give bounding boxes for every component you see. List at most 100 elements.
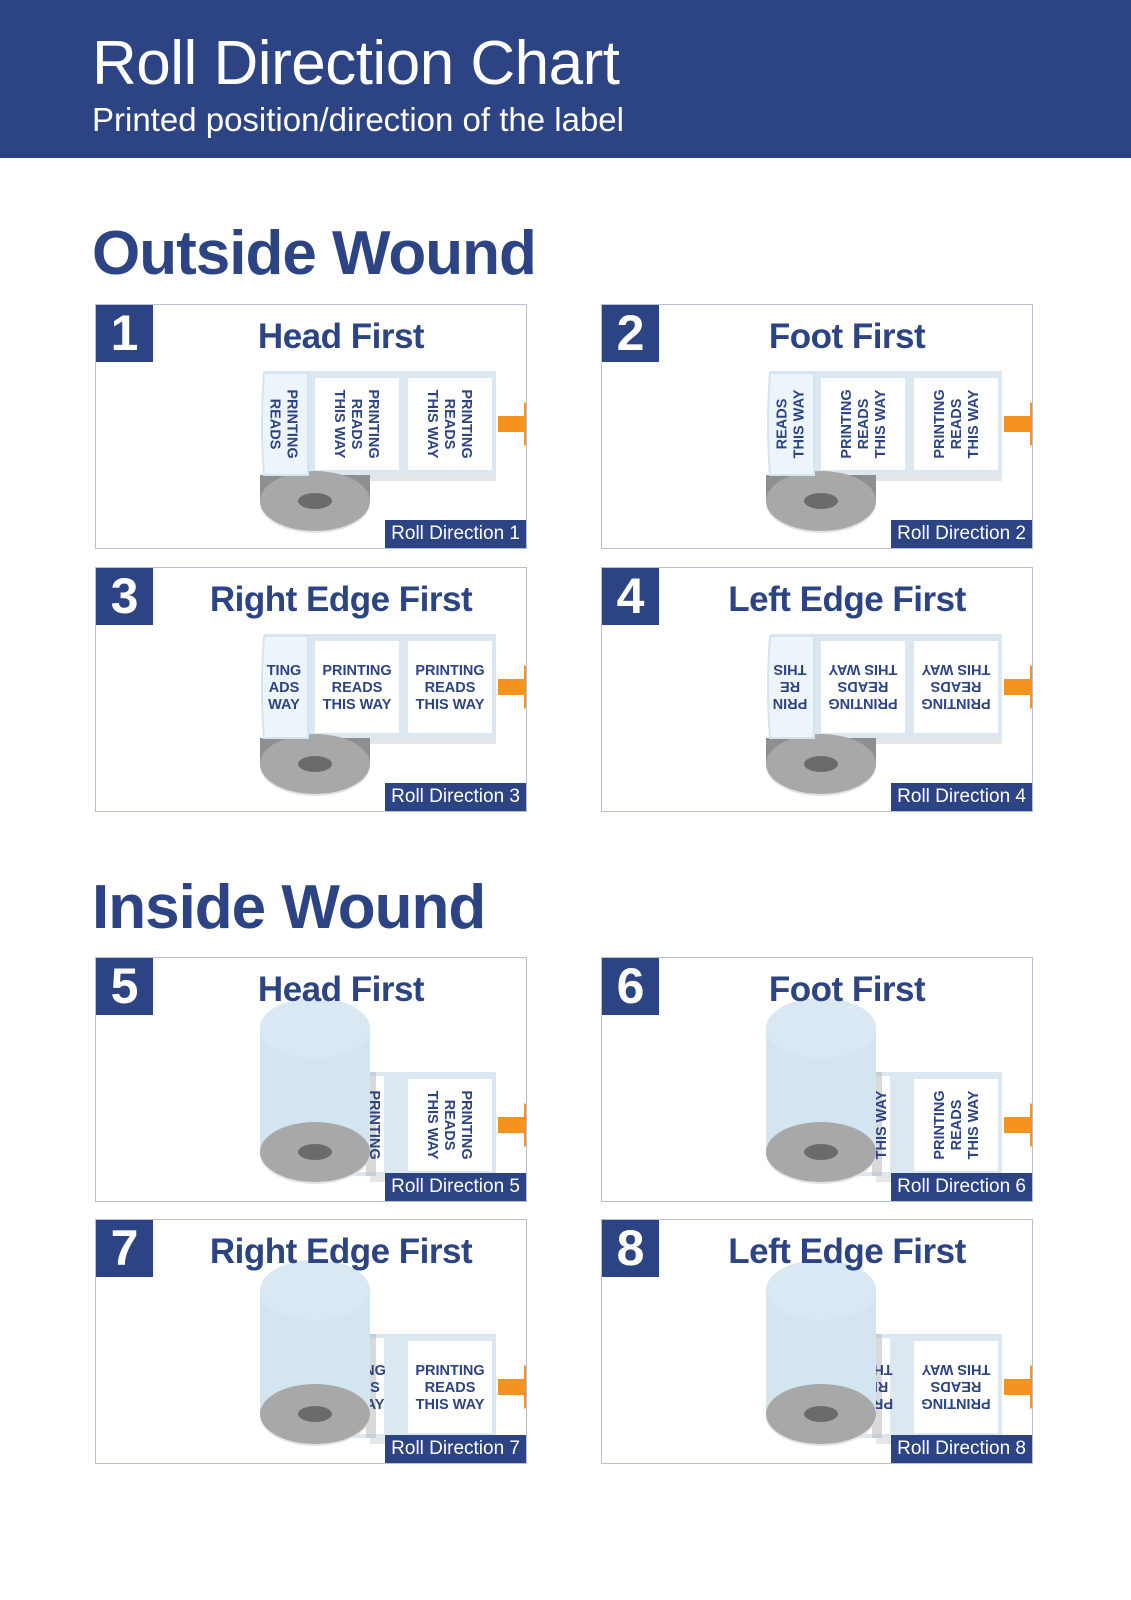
card-title: Foot First: [768, 317, 926, 356]
card-footer-label: Roll Direction 2: [891, 520, 1032, 548]
liner-shadow: [876, 475, 1002, 481]
direction-arrow-icon: [498, 665, 526, 709]
roll-hole: [804, 1144, 838, 1160]
label-fold-shadow: [872, 1334, 882, 1438]
label-one-text-line: PRINTING: [458, 1090, 474, 1159]
card-number-badge: 7: [96, 1220, 153, 1277]
label-two-text-line: THIS WAY: [424, 390, 440, 459]
label-one-text-line: PRINTING: [322, 663, 391, 679]
label-partial-text-line: ADS: [269, 680, 300, 696]
label-one-text-line: THIS WAY: [424, 1091, 440, 1160]
label-one-text-line: READS: [441, 1100, 457, 1151]
label-partial-text-line: PRIN: [773, 695, 808, 711]
label-two-text-line: READS: [441, 399, 457, 450]
roll-top: [260, 998, 370, 1058]
label-fold-shadow: [366, 1334, 376, 1438]
card-number-badge: 8: [602, 1220, 659, 1277]
roll-hole: [298, 1406, 332, 1422]
label-one-text-line: THIS WAY: [966, 1090, 982, 1159]
label-two-text-line: READS: [949, 398, 965, 449]
label-partial-text-line: RE: [780, 678, 800, 694]
roll-curl: [261, 635, 309, 739]
label-two: [914, 378, 998, 470]
section-title-inside-wound: Inside Wound: [92, 873, 486, 942]
label-two-text-line: READS: [930, 678, 981, 694]
label-two-text-line: PRINTING: [458, 389, 474, 458]
card-footer-label: Roll Direction 5: [385, 1173, 526, 1201]
card-title: Head First: [257, 970, 425, 1009]
label-partial-text-line: THIS: [773, 661, 806, 677]
label-one-text-line: THIS WAY: [828, 661, 897, 677]
label-two-text-line: THIS WAY: [416, 697, 485, 713]
label-partial-text-line: THIS WAY: [874, 1090, 890, 1159]
label-two: [408, 378, 492, 470]
roll-hole: [298, 756, 332, 772]
direction-arrow-icon: [498, 1365, 526, 1409]
label-one-text-line: THIS WAY: [331, 390, 347, 459]
card-footer-label: Roll Direction 8: [891, 1435, 1032, 1463]
direction-arrow-icon: [498, 402, 526, 446]
label-one: [821, 378, 905, 470]
page-header: Roll Direction Chart Printed position/di…: [0, 0, 1131, 158]
label-partial-text-line: RI: [874, 1378, 889, 1394]
label-one: [408, 1341, 492, 1433]
section-title-outside-wound: Outside Wound: [92, 219, 537, 288]
card-number-badge: 2: [602, 305, 659, 362]
label-one-text-line: READS: [930, 1378, 981, 1394]
roll-hole: [804, 756, 838, 772]
label-one: [821, 641, 905, 733]
roll-curl: [767, 372, 815, 476]
label-one-text-line: PRINTING: [839, 389, 855, 458]
direction-arrow-icon: [498, 1103, 526, 1147]
card-title: Right Edge First: [209, 580, 473, 619]
label-partial-text-line: READS: [267, 399, 283, 450]
label-two-text-line: THIS WAY: [966, 389, 982, 458]
liner-shadow: [876, 738, 1002, 744]
label-fold-shadow: [366, 1072, 376, 1176]
roll-top: [766, 1260, 876, 1320]
card-title: Left Edge First: [728, 1232, 966, 1271]
roll-curl: [767, 635, 815, 739]
card-footer-label: Roll Direction 3: [385, 783, 526, 811]
label-two-text-line: PRINTING: [415, 663, 484, 679]
card-number-badge: 4: [602, 568, 659, 625]
label-two-text-line: THIS WAY: [921, 661, 990, 677]
label-partial-text-line: WAY: [268, 697, 300, 713]
card-footer-label: Roll Direction 4: [891, 783, 1032, 811]
label-partial-text-line: AY: [366, 1397, 385, 1413]
label-one-text-line: PRINTING: [921, 1395, 990, 1411]
roll-hole: [804, 493, 838, 509]
label-one-text-line: READS: [837, 678, 888, 694]
label-one-text-line: READS: [856, 398, 872, 449]
roll-curl: [261, 372, 309, 476]
direction-arrow-icon: [1004, 1103, 1032, 1147]
card-number-badge: 6: [602, 958, 659, 1015]
roll-top: [260, 1260, 370, 1320]
label-two: [408, 641, 492, 733]
label-one-text-line: READS: [332, 680, 383, 696]
card-number-badge: 5: [96, 958, 153, 1015]
card-number-badge: 1: [96, 305, 153, 362]
label-one-text-line: PRINTING: [932, 1090, 948, 1159]
card-title: Foot First: [768, 970, 926, 1009]
